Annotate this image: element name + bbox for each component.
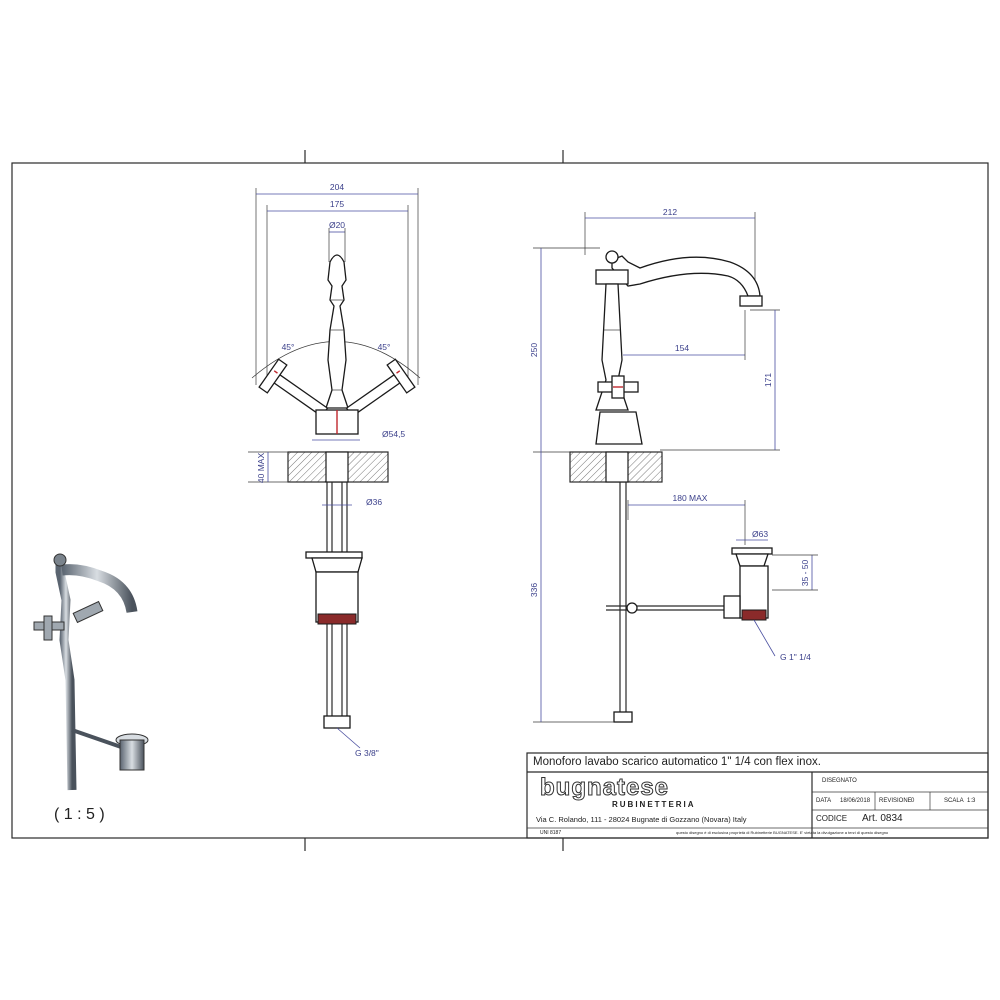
thread-side: G 1" 1/4 xyxy=(780,652,811,662)
dim-171: 171 xyxy=(763,373,773,387)
revisione-value: 0 xyxy=(911,798,915,804)
angle-right: 45° xyxy=(378,342,391,352)
dim-154: 154 xyxy=(675,343,689,353)
brand-logo: bugnatese xyxy=(539,774,670,802)
angle-left: 45° xyxy=(282,342,295,352)
sheet-frame xyxy=(11,150,989,851)
scale-label: ( 1 : 5 ) xyxy=(54,806,105,823)
title-description: Monoforo lavabo scarico automatico 1" 1/… xyxy=(533,756,821,768)
dim-204: 204 xyxy=(330,182,344,192)
brand-subtitle: RUBINETTERIA xyxy=(612,800,696,809)
dim-175: 175 xyxy=(330,199,344,209)
dim-d20: Ø20 xyxy=(329,220,345,230)
dim-d545: Ø54,5 xyxy=(382,429,405,439)
dim-40max: 40 MAX xyxy=(256,453,266,484)
dim-d63: Ø63 xyxy=(752,529,768,539)
dim-212: 212 xyxy=(663,207,677,217)
thread-front: G 3/8" xyxy=(355,748,379,758)
revisione-label: REVISIONE xyxy=(879,798,912,804)
dim-35-50: 35 - 50 xyxy=(800,559,810,586)
codice-value: Art. 0834 xyxy=(862,813,903,824)
codice-label: CODICE xyxy=(816,814,848,823)
company-address: Via C. Rolando, 111 - 28024 Bugnate di G… xyxy=(536,815,747,824)
data-label: DATA xyxy=(816,798,832,804)
title-block-frame xyxy=(526,752,989,839)
legal-notice: questo disegno è di esclusiva proprietà … xyxy=(676,830,889,835)
scala-value: 1:3 xyxy=(967,798,976,804)
dim-180max: 180 MAX xyxy=(673,493,708,503)
dim-336: 336 xyxy=(529,583,539,597)
isometric-view xyxy=(33,553,149,791)
dimension-labels: 204 175 Ø20 45° 45° Ø54,5 40 MAX Ø36 G 3… xyxy=(256,182,811,758)
uni-label: UNI 8187 xyxy=(540,830,562,836)
dim-250: 250 xyxy=(529,343,539,357)
front-view xyxy=(248,188,421,749)
disegnato-label: DISEGNATO xyxy=(822,778,857,784)
scala-label: SCALA xyxy=(944,798,964,804)
side-view xyxy=(533,212,818,723)
data-value: 18/06/2018 xyxy=(840,798,871,804)
dim-d36: Ø36 xyxy=(366,497,382,507)
